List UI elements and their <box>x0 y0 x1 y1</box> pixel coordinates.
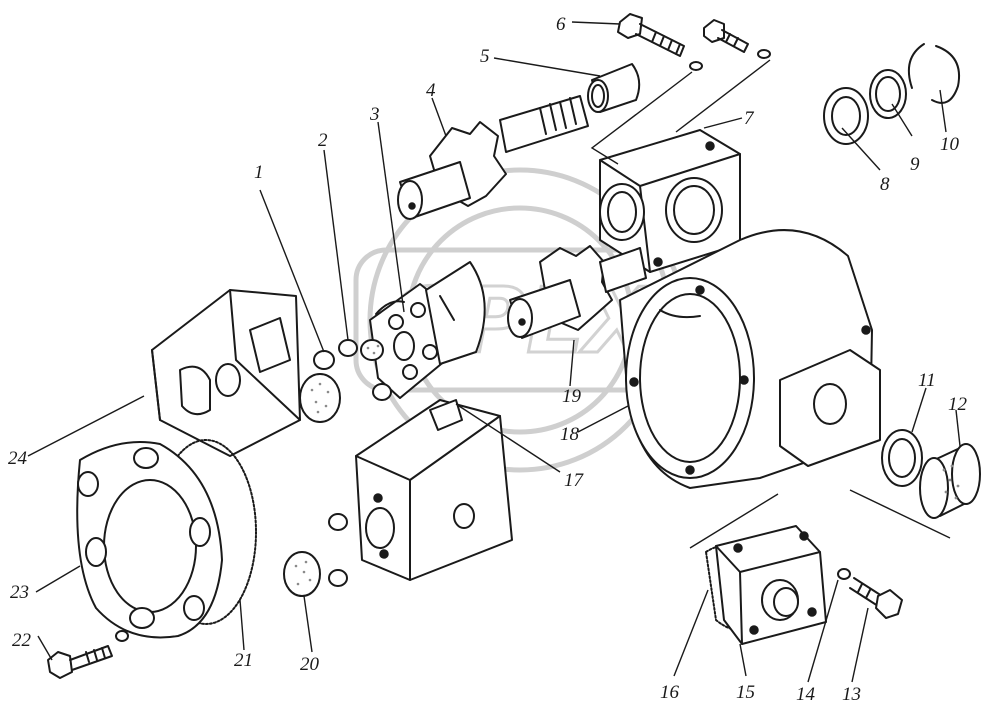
bolts-top <box>617 13 771 71</box>
washer-top-left <box>689 61 703 71</box>
small-seals-part-2 <box>338 339 392 401</box>
label-part-10: 10 <box>940 134 960 155</box>
label-part-4: 4 <box>426 80 436 101</box>
label-part-13: 13 <box>842 684 861 705</box>
label-part-16: 16 <box>660 682 680 703</box>
label-part-5: 5 <box>480 46 490 67</box>
label-part-15: 15 <box>736 682 755 703</box>
part-labels: 1 2 3 4 5 6 7 8 9 10 11 12 13 14 15 16 1… <box>8 14 968 705</box>
housing-part-18 <box>619 229 881 489</box>
washer-part-14 <box>837 568 851 580</box>
bolt-shank-right <box>717 29 749 53</box>
label-part-2: 2 <box>318 130 328 151</box>
label-part-22: 22 <box>12 630 32 651</box>
bushing-part-5 <box>587 63 641 113</box>
label-part-24: 24 <box>8 448 28 469</box>
label-part-8: 8 <box>880 174 890 195</box>
seal-part-8 <box>823 87 869 145</box>
end-cover-part-23 <box>76 441 223 639</box>
label-part-18: 18 <box>560 424 580 445</box>
seal-parts-8-10 <box>823 43 960 145</box>
bearing-parts-11-12 <box>881 429 981 519</box>
label-part-1: 1 <box>254 162 264 183</box>
bolt-head-left <box>617 13 643 39</box>
driven-gear-part-19 <box>507 245 647 339</box>
oring-filter-part-1 <box>299 350 341 423</box>
label-part-19: 19 <box>562 386 582 407</box>
label-part-7: 7 <box>744 108 755 129</box>
leader-lines <box>27 21 961 683</box>
label-part-9: 9 <box>910 154 920 175</box>
cover-block-part-7 <box>599 129 741 273</box>
label-part-17: 17 <box>564 470 585 491</box>
label-part-14: 14 <box>796 684 816 705</box>
bolt-parts-13-14 <box>837 568 903 619</box>
bolt-part-22 <box>47 630 129 679</box>
label-part-20: 20 <box>300 654 320 675</box>
label-part-11: 11 <box>918 370 936 391</box>
plate-part-3 <box>369 261 486 399</box>
pump-body-part-17 <box>355 399 513 581</box>
block-part-24 <box>151 289 301 457</box>
label-part-6: 6 <box>556 14 566 35</box>
label-part-12: 12 <box>948 394 968 415</box>
bolt-head-right <box>703 19 725 43</box>
filter-disc-part-20 <box>283 513 348 597</box>
label-part-21: 21 <box>234 650 253 671</box>
label-part-3: 3 <box>369 104 380 125</box>
washer-top-right <box>757 49 771 59</box>
circlip-part-10 <box>908 43 960 104</box>
label-part-23: 23 <box>10 582 29 603</box>
bolt-shank-left <box>635 23 685 57</box>
flange-parts-15-16 <box>705 525 827 645</box>
drive-gear-shaft-part-4 <box>397 95 589 220</box>
